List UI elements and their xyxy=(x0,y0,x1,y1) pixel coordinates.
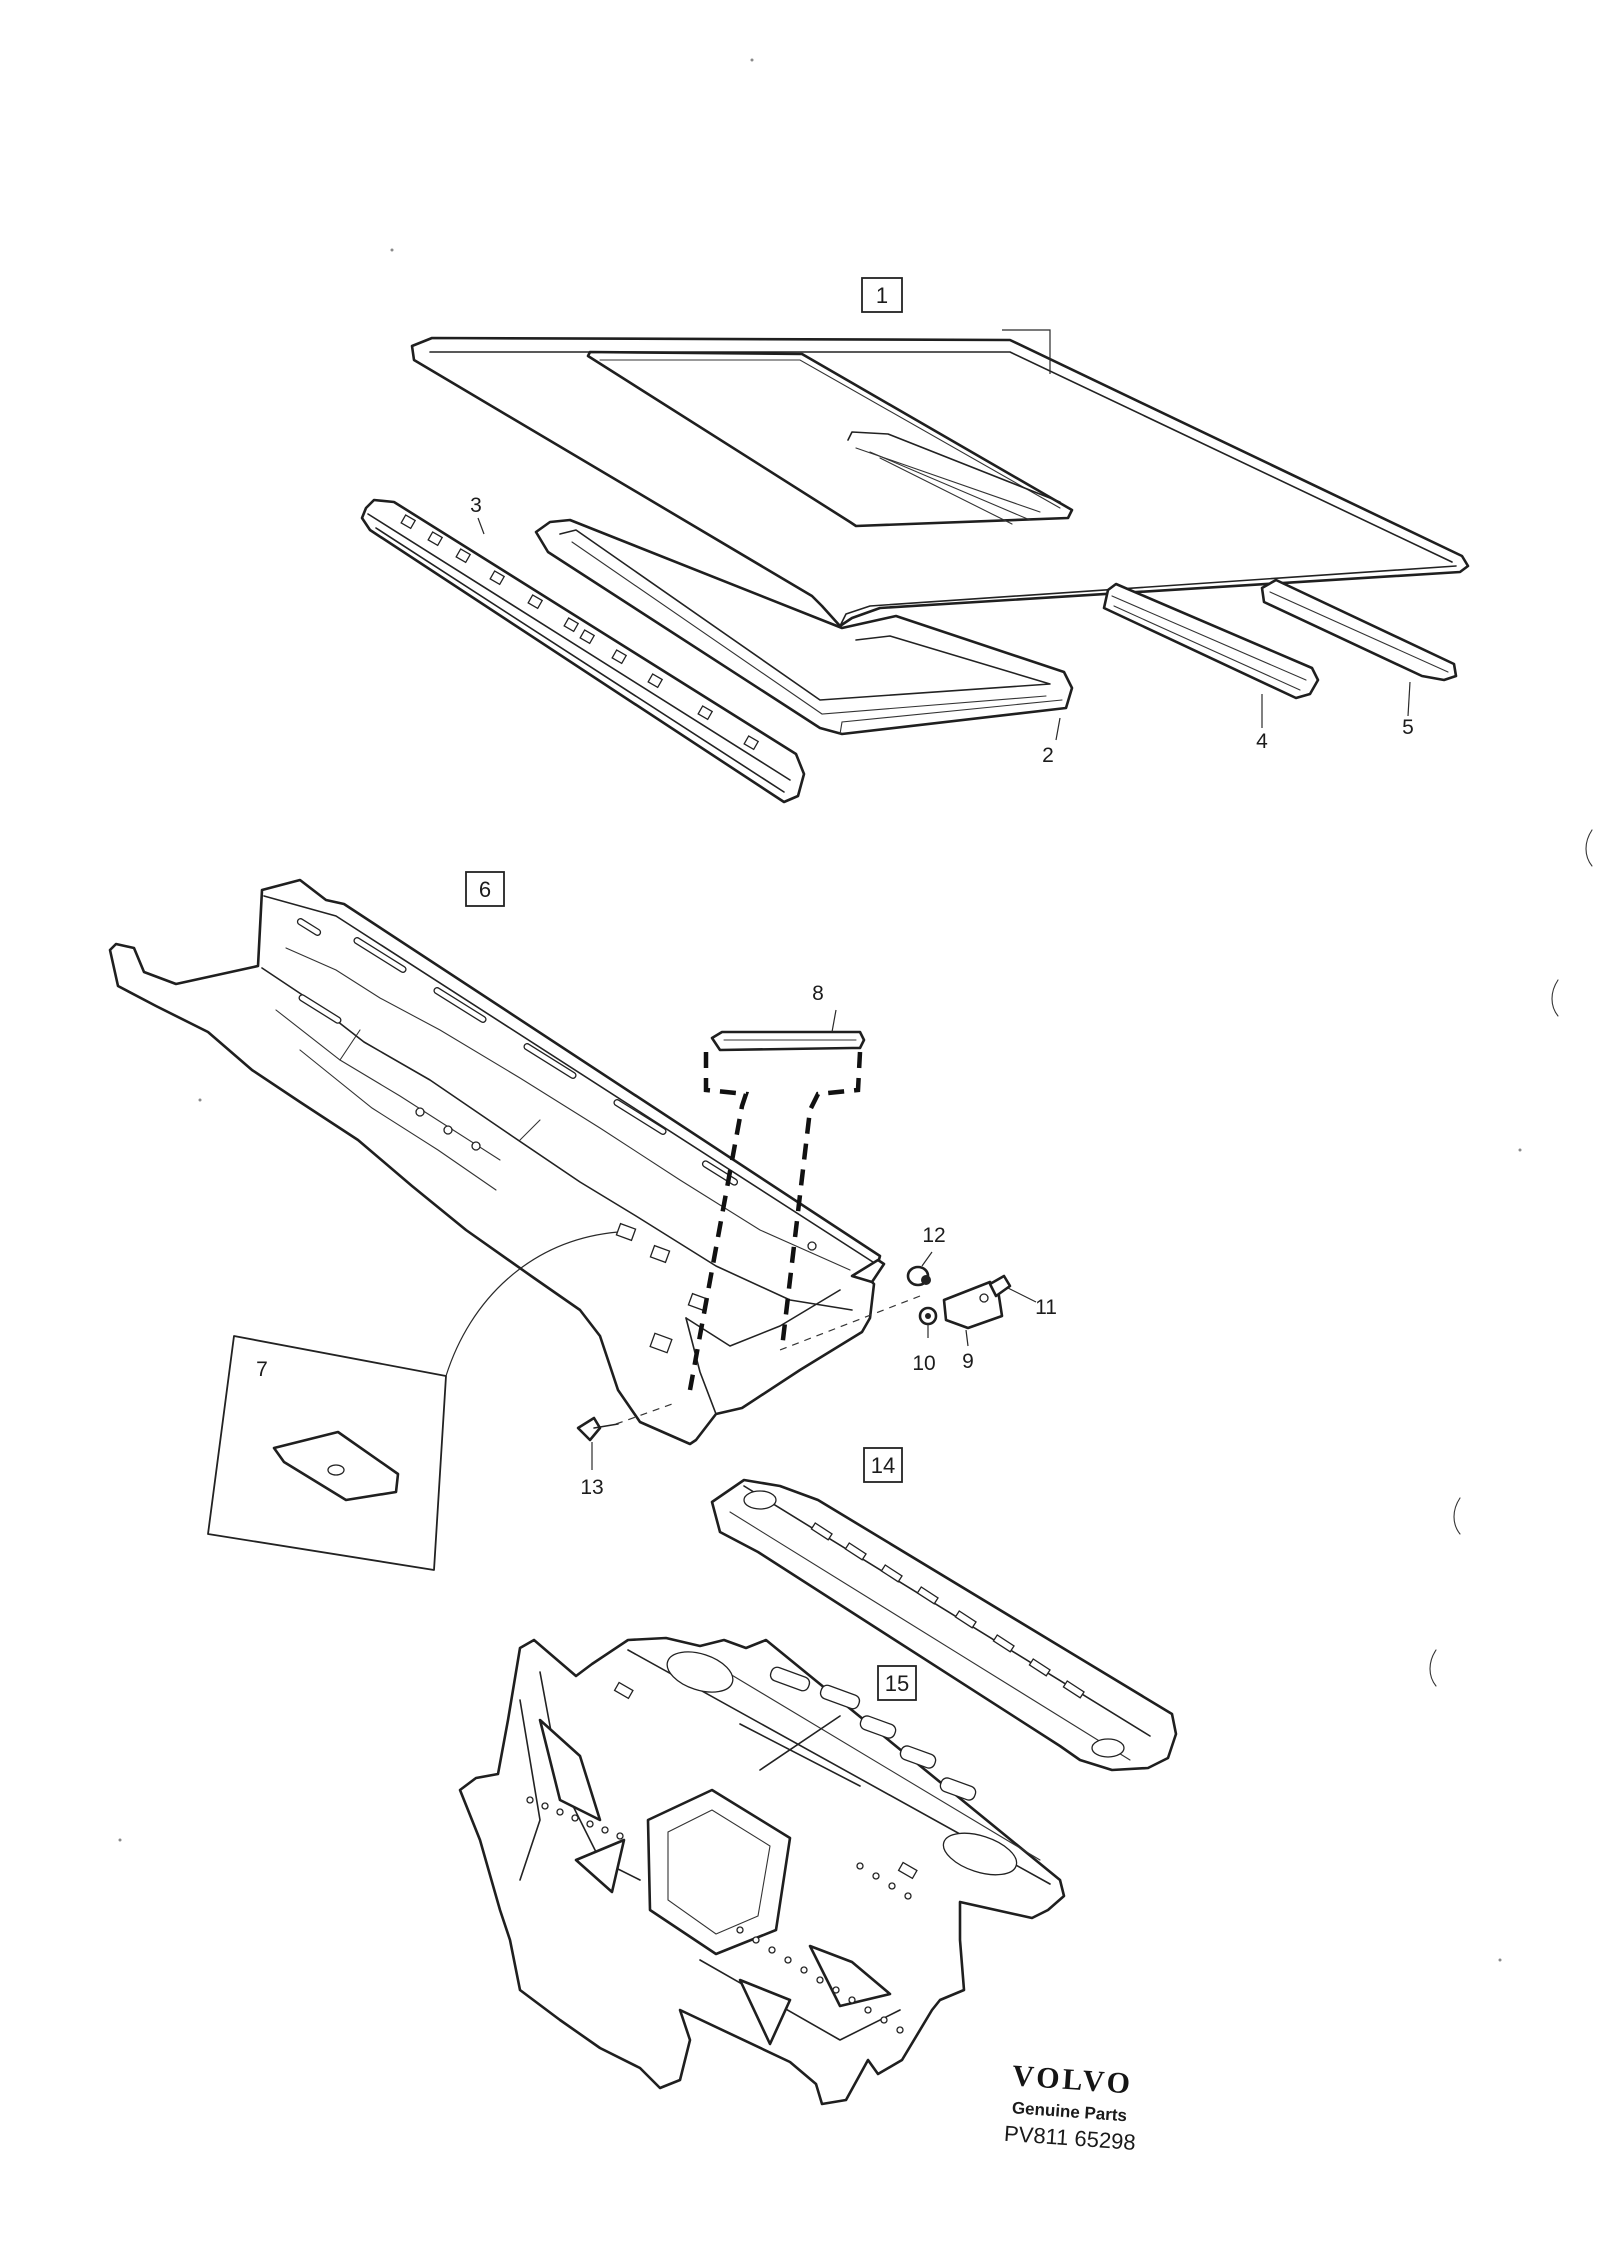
sunroof-frame xyxy=(534,518,1074,736)
callout-13: 13 xyxy=(580,1476,603,1499)
callout-1: 1 xyxy=(861,277,903,313)
front-roof-rail xyxy=(360,498,806,804)
drip-rail xyxy=(1260,578,1458,682)
callout-8: 8 xyxy=(812,982,824,1005)
callout-12: 12 xyxy=(922,1224,945,1247)
callout-9: 9 xyxy=(962,1350,974,1373)
scan-marks xyxy=(118,58,1593,1962)
rear-roof-rail xyxy=(1102,582,1320,700)
callout-labels: 1 2 3 4 5 6 7 8 9 10 11 12 13 14 15 xyxy=(256,277,1414,1701)
svg-text:6: 6 xyxy=(479,877,491,902)
screw-11 xyxy=(988,1274,1037,1303)
callout-15: 15 xyxy=(877,1665,917,1701)
svg-text:15: 15 xyxy=(885,1671,909,1696)
callout-2: 2 xyxy=(1042,744,1054,767)
rear-cross-member xyxy=(710,1478,1178,1772)
hinge-bracket xyxy=(942,1280,1004,1330)
rear-bulkhead-panel xyxy=(458,1636,1066,2106)
support-bracket xyxy=(687,1030,866,1391)
svg-text:14: 14 xyxy=(871,1453,895,1478)
callout-11: 11 xyxy=(1035,1296,1057,1319)
washer-10 xyxy=(918,1306,938,1326)
roof-panel xyxy=(410,336,1470,628)
brand-subtitle: Genuine Parts xyxy=(1011,2098,1127,2125)
callout-7: 7 xyxy=(256,1358,268,1381)
nut-12 xyxy=(906,1265,931,1287)
callout-3: 3 xyxy=(470,494,482,517)
cowl-panel xyxy=(108,878,886,1446)
detail-inset-box xyxy=(207,1231,619,1571)
bolt-13 xyxy=(576,1416,619,1442)
callout-14: 14 xyxy=(863,1447,903,1483)
callout-4: 4 xyxy=(1256,730,1268,753)
brand-block: VOLVO Genuine Parts PV811 65298 xyxy=(1003,2059,1136,2155)
svg-text:1: 1 xyxy=(876,283,888,308)
callout-6: 6 xyxy=(465,871,505,907)
callout-5: 5 xyxy=(1402,716,1414,739)
part-catalog-code: PV811 65298 xyxy=(1003,2121,1136,2155)
brand-logo: VOLVO xyxy=(1011,2059,1134,2100)
rivet-row xyxy=(526,1796,912,2034)
callout-10: 10 xyxy=(912,1352,935,1375)
